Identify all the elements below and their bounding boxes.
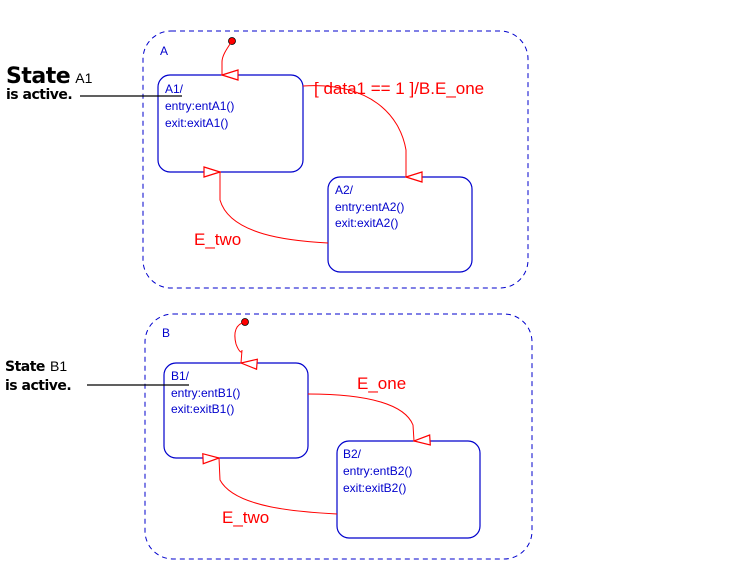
callout-line2: is active. [5,378,72,394]
callout-state-b1-active: State B1 is active. [5,356,72,394]
state-a2-exit: exit:exitA2() [335,216,398,230]
callout-state-name: B1 [50,358,68,374]
superstate-b-border [144,313,533,560]
transition-b1-to-b2-label[interactable]: E_one [357,374,406,393]
state-b2[interactable]: B2/ entry:entB2() exit:exitB2() [336,440,481,539]
default-transition-b[interactable] [234,321,245,363]
callout-word: State [5,359,45,375]
superstate-a-border [142,30,529,289]
callout-state-a1-active: State A1 is active. [6,64,92,103]
state-b1-exit: exit:exitB1() [171,402,234,416]
superstate-a-label: A [160,44,168,58]
state-a1-entry: entry:entA1() [165,99,234,113]
state-b1[interactable]: B1/ entry:entB1() exit:exitB1() [163,362,309,459]
transition-a1-to-a2-label[interactable]: [ data1 == 1 ]/B.E_one [314,79,484,98]
state-b2-name: B2/ [343,447,362,461]
state-a1-name: A1/ [165,82,184,96]
state-a2[interactable]: A2/ entry:entA2() exit:exitA2() [327,176,473,273]
superstate-a[interactable]: A A1/ entry:entA1() exit:exitA1() A2/ en… [142,30,529,289]
state-b2-entry: entry:entB2() [343,464,412,478]
state-a1-exit: exit:exitA1() [165,116,228,130]
state-b1-name: B1/ [171,369,190,383]
state-b2-box [336,440,481,539]
state-a1[interactable]: A1/ entry:entA1() exit:exitA1() [157,74,304,173]
callout-word: State [6,64,71,89]
callout-state-name: A1 [75,70,93,86]
state-a2-entry: entry:entA2() [335,200,404,214]
transition-b2-to-b1[interactable] [219,458,338,515]
state-a2-box [327,176,473,273]
superstate-b[interactable]: B B1/ entry:entB1() exit:exitB1() B2/ en… [144,313,533,560]
transition-b2-to-b1-label[interactable]: E_two [222,508,269,527]
default-transition-a[interactable] [222,40,232,75]
state-b1-entry: entry:entB1() [171,386,240,400]
state-b2-exit: exit:exitB2() [343,481,406,495]
state-b1-box [163,362,309,459]
state-a2-name: A2/ [335,183,354,197]
transition-a2-to-a1[interactable] [220,172,329,244]
transition-a2-to-a1-label[interactable]: E_two [194,230,241,249]
callout-line2: is active. [6,87,73,103]
superstate-b-label: B [162,326,170,340]
transition-b1-to-b2[interactable] [307,393,414,441]
transition-a1-to-a2[interactable] [302,85,406,177]
